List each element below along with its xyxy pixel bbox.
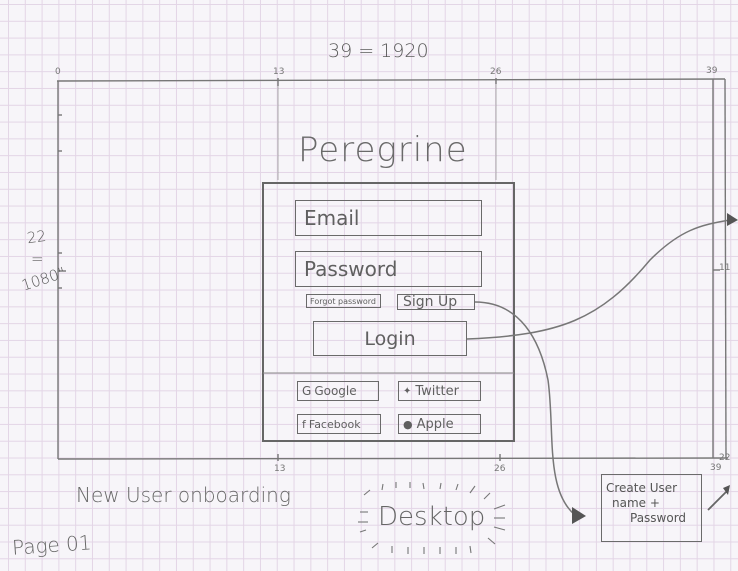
twitter-label: Twitter — [415, 383, 459, 399]
twitter-bird-icon: ✦ — [403, 385, 412, 397]
forgot-password-button[interactable]: Forgot password — [306, 294, 381, 308]
horizontal-scale-label: 39 = 1920 — [328, 40, 429, 62]
ruler-tick-26: 26 — [490, 67, 502, 77]
forgot-password-label: Forgot password — [310, 296, 376, 306]
platform-label: Desktop — [378, 502, 486, 532]
google-icon: G — [302, 384, 312, 398]
note-line-2: name + — [612, 496, 660, 510]
note-line-1: Create User — [606, 481, 678, 495]
password-field[interactable]: Password — [295, 251, 482, 287]
ruler-bottom-13: 13 — [274, 464, 286, 474]
ruler-tick-0: 0 — [55, 67, 61, 77]
flow-caption: New User onboarding — [76, 483, 291, 507]
email-field[interactable]: Email — [295, 200, 482, 236]
ruler-bottom-26: 26 — [494, 464, 506, 474]
facebook-icon: f — [302, 417, 306, 431]
google-login-button[interactable]: G Google — [297, 381, 379, 401]
note-line-3: Password — [630, 511, 687, 525]
vertical-scale-eq: = — [31, 250, 44, 268]
login-label: Login — [364, 327, 416, 350]
google-label: Google — [314, 384, 357, 398]
email-placeholder: Email — [304, 206, 360, 230]
twitter-login-button[interactable]: ✦ Twitter — [398, 381, 481, 401]
ruler-tick-22: 22 — [719, 453, 731, 463]
sign-up-label: Sign Up — [403, 294, 458, 310]
password-placeholder: Password — [304, 257, 398, 281]
ruler-bottom-39: 39 — [710, 463, 722, 473]
ruler-tick-39: 39 — [706, 66, 718, 76]
apple-icon: ● — [403, 417, 413, 431]
ruler-tick-11: 11 — [719, 263, 731, 273]
create-account-note: Create User name + Password — [601, 474, 702, 542]
apple-label: Apple — [416, 416, 454, 432]
ruler-tick-13: 13 — [273, 67, 285, 77]
login-button[interactable]: Login — [313, 321, 467, 356]
facebook-login-button[interactable]: f Facebook — [297, 414, 381, 434]
vertical-scale-top: 22 — [25, 226, 48, 248]
facebook-label: Facebook — [308, 417, 361, 431]
app-title: Peregrine — [298, 130, 468, 170]
apple-login-button[interactable]: ● Apple — [398, 414, 481, 434]
sign-up-button[interactable]: Sign Up — [397, 294, 475, 310]
